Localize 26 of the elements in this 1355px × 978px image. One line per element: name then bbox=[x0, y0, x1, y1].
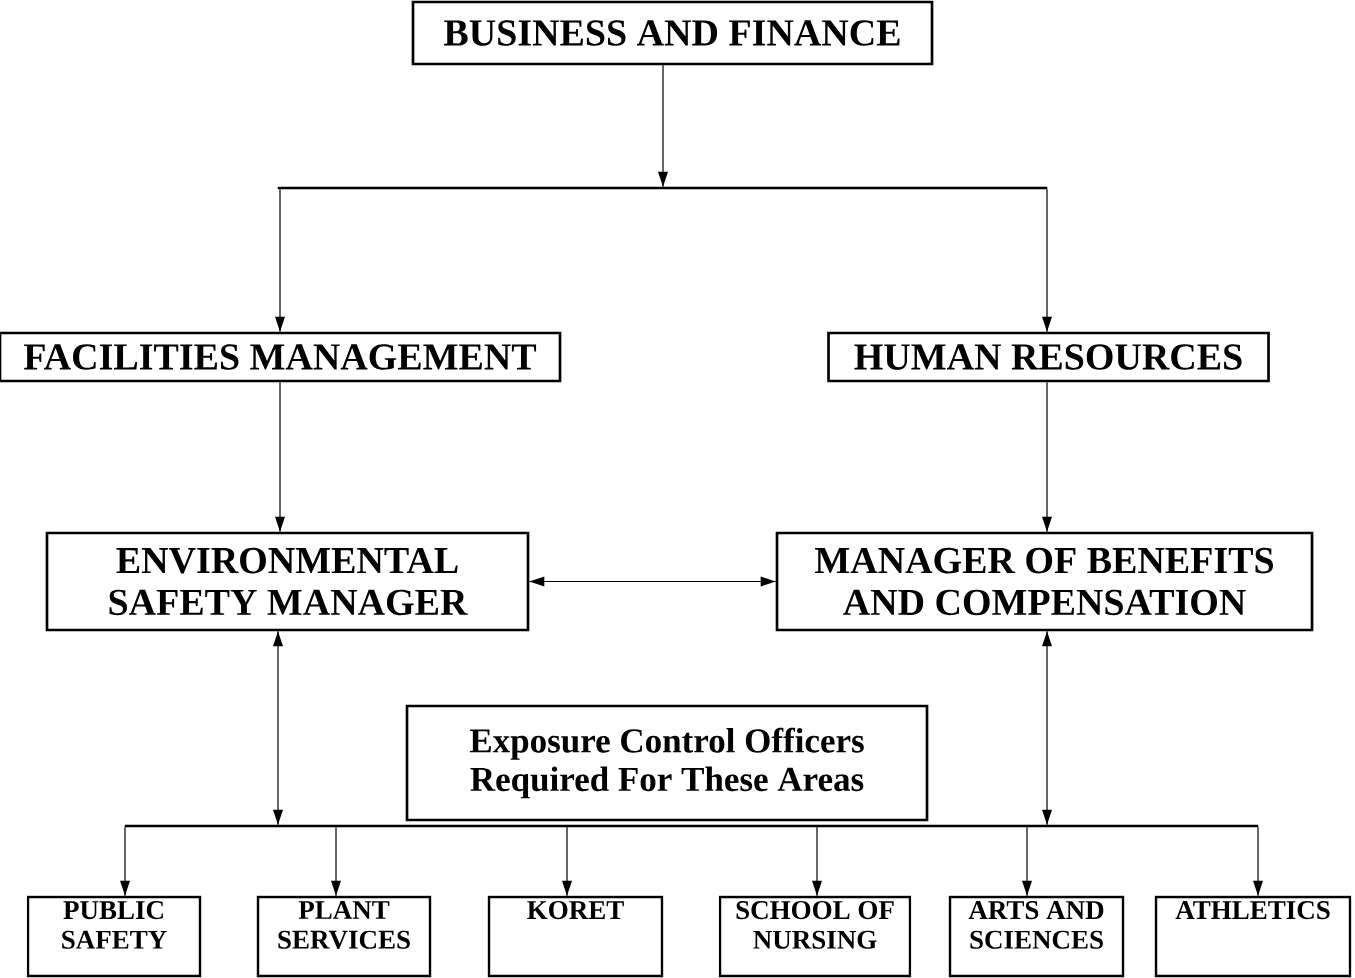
connector-arrow bbox=[273, 630, 283, 826]
title-box: BUSINESS AND FINANCE bbox=[411, 0, 934, 66]
connector-arrow bbox=[658, 64, 668, 188]
connector-arrow bbox=[562, 826, 572, 897]
connector-arrow bbox=[1022, 826, 1032, 897]
department-box: FACILITIES MANAGEMENT bbox=[0, 331, 562, 383]
connector-arrow bbox=[275, 188, 285, 333]
manager-box: MANAGER OF BENEFITS AND COMPENSATION bbox=[775, 531, 1314, 632]
connector-arrow bbox=[1042, 630, 1052, 826]
connector-arrow bbox=[1253, 826, 1263, 897]
connector-arrow bbox=[1042, 188, 1052, 333]
note-box: Exposure Control Officers Required For These Areas bbox=[405, 704, 929, 822]
area-box: PLANT SERVICES bbox=[256, 895, 432, 978]
connector-arrow bbox=[331, 826, 341, 897]
connector-arrow bbox=[275, 381, 285, 533]
area-box: PUBLIC SAFETY bbox=[26, 895, 202, 978]
connector-arrow bbox=[1042, 381, 1052, 533]
department-box: HUMAN RESOURCES bbox=[827, 331, 1270, 383]
connector-arrow bbox=[120, 826, 130, 897]
area-box: SCHOOL OF NURSING bbox=[718, 895, 912, 978]
connector-arrow bbox=[812, 826, 822, 897]
area-box: ARTS AND SCIENCES bbox=[948, 895, 1125, 978]
manager-box: ENVIRONMENTAL SAFETY MANAGER bbox=[45, 531, 530, 632]
area-box: KORET bbox=[487, 895, 664, 978]
area-box: ATHLETICS bbox=[1154, 895, 1352, 978]
connector-arrow bbox=[528, 576, 777, 587]
